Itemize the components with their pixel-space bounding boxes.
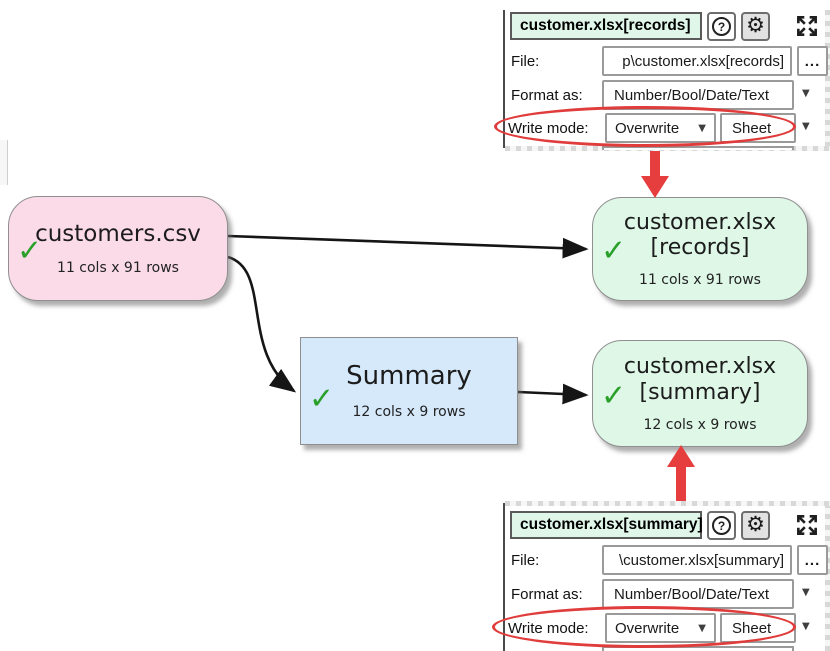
- gear-icon: ⚙: [746, 13, 765, 37]
- options-button[interactable]: ⚙: [741, 511, 770, 540]
- format-as-label: Format as:: [511, 586, 583, 603]
- success-check-icon: ✓: [17, 232, 43, 268]
- format-as-select[interactable]: Number/Bool/Date/Text: [602, 80, 794, 110]
- success-check-icon: ✓: [601, 377, 627, 413]
- node-customers-csv[interactable]: ✓ customers.csv 11 cols x 91 rows: [8, 196, 228, 301]
- red-arrow-down-icon: [641, 149, 669, 198]
- expand-arrows-icon: [797, 16, 817, 36]
- sheet-mode-select[interactable]: Sheet: [720, 613, 796, 643]
- format-as-label: Format as:: [511, 87, 583, 104]
- write-mode-select[interactable]: Overwrite ▼: [605, 113, 716, 143]
- options-button[interactable]: ⚙: [741, 12, 770, 41]
- browse-button[interactable]: ...: [797, 46, 828, 76]
- node-title: customer.xlsx [records]: [623, 209, 777, 260]
- help-icon: ?: [712, 17, 731, 36]
- edge-csv-to-records: [227, 234, 589, 259]
- node-stats: 12 cols x 9 rows: [643, 416, 757, 433]
- panel-output-records: customer.xlsx[records] ? ⚙ File: p\custo…: [503, 10, 830, 151]
- success-check-icon: ✓: [309, 381, 335, 417]
- file-input[interactable]: \customer.xlsx[summary]: [602, 545, 792, 575]
- sheet-mode-select[interactable]: Sheet: [720, 113, 796, 143]
- chevron-down-icon[interactable]: ▼: [802, 587, 810, 598]
- expand-button[interactable]: [793, 511, 821, 539]
- gear-icon: ⚙: [746, 512, 765, 536]
- success-check-icon: ✓: [601, 233, 627, 269]
- file-label: File:: [511, 552, 540, 569]
- node-summary-transform[interactable]: ✓ Summary 12 cols x 9 rows: [300, 337, 518, 445]
- torn-edge: [505, 501, 830, 506]
- chevron-down-icon: ▼: [698, 122, 706, 134]
- node-stats: 11 cols x 91 rows: [57, 259, 179, 276]
- cropped-field: [602, 146, 794, 150]
- cropped-panel-edge: [0, 140, 8, 185]
- node-stats: 11 cols x 91 rows: [639, 272, 761, 289]
- chevron-down-icon: ▼: [698, 622, 706, 634]
- format-as-select[interactable]: Number/Bool/Date/Text: [602, 579, 794, 609]
- browse-button[interactable]: ...: [797, 545, 828, 575]
- cropped-field: [602, 646, 794, 651]
- node-title: Summary: [346, 361, 472, 392]
- write-mode-label: Write mode:: [508, 120, 589, 137]
- chevron-down-icon[interactable]: ▼: [802, 121, 810, 132]
- expand-button[interactable]: [793, 12, 821, 40]
- expand-arrows-icon: [797, 515, 817, 535]
- red-arrow-up-icon: [667, 445, 695, 503]
- help-icon: ?: [712, 516, 731, 535]
- edge-summary-to-output: [517, 383, 589, 405]
- edge-csv-to-summary-transform: [227, 255, 297, 393]
- node-customer-xlsx-records[interactable]: ✓ customer.xlsx [records] 11 cols x 91 r…: [592, 197, 808, 301]
- file-input[interactable]: p\customer.xlsx[records]: [602, 46, 792, 76]
- node-stats: 12 cols x 9 rows: [352, 403, 466, 420]
- help-button[interactable]: ?: [707, 12, 736, 41]
- panel-title: customer.xlsx[records]: [510, 12, 702, 40]
- write-mode-select[interactable]: Overwrite ▼: [605, 613, 716, 643]
- help-button[interactable]: ?: [707, 511, 736, 540]
- torn-edge: [825, 503, 830, 651]
- node-customer-xlsx-summary[interactable]: ✓ customer.xlsx [summary] 12 cols x 9 ro…: [592, 340, 808, 447]
- write-mode-label: Write mode:: [508, 620, 589, 637]
- file-label: File:: [511, 53, 540, 70]
- node-title: customer.xlsx [summary]: [623, 354, 777, 405]
- panel-output-summary: customer.xlsx[summary] ? ⚙ File: \custom…: [503, 501, 830, 651]
- node-title: customers.csv: [35, 221, 201, 248]
- chevron-down-icon[interactable]: ▼: [802, 88, 810, 99]
- chevron-down-icon[interactable]: ▼: [802, 621, 810, 632]
- panel-title: customer.xlsx[summary]: [510, 511, 703, 539]
- torn-edge: [825, 10, 830, 148]
